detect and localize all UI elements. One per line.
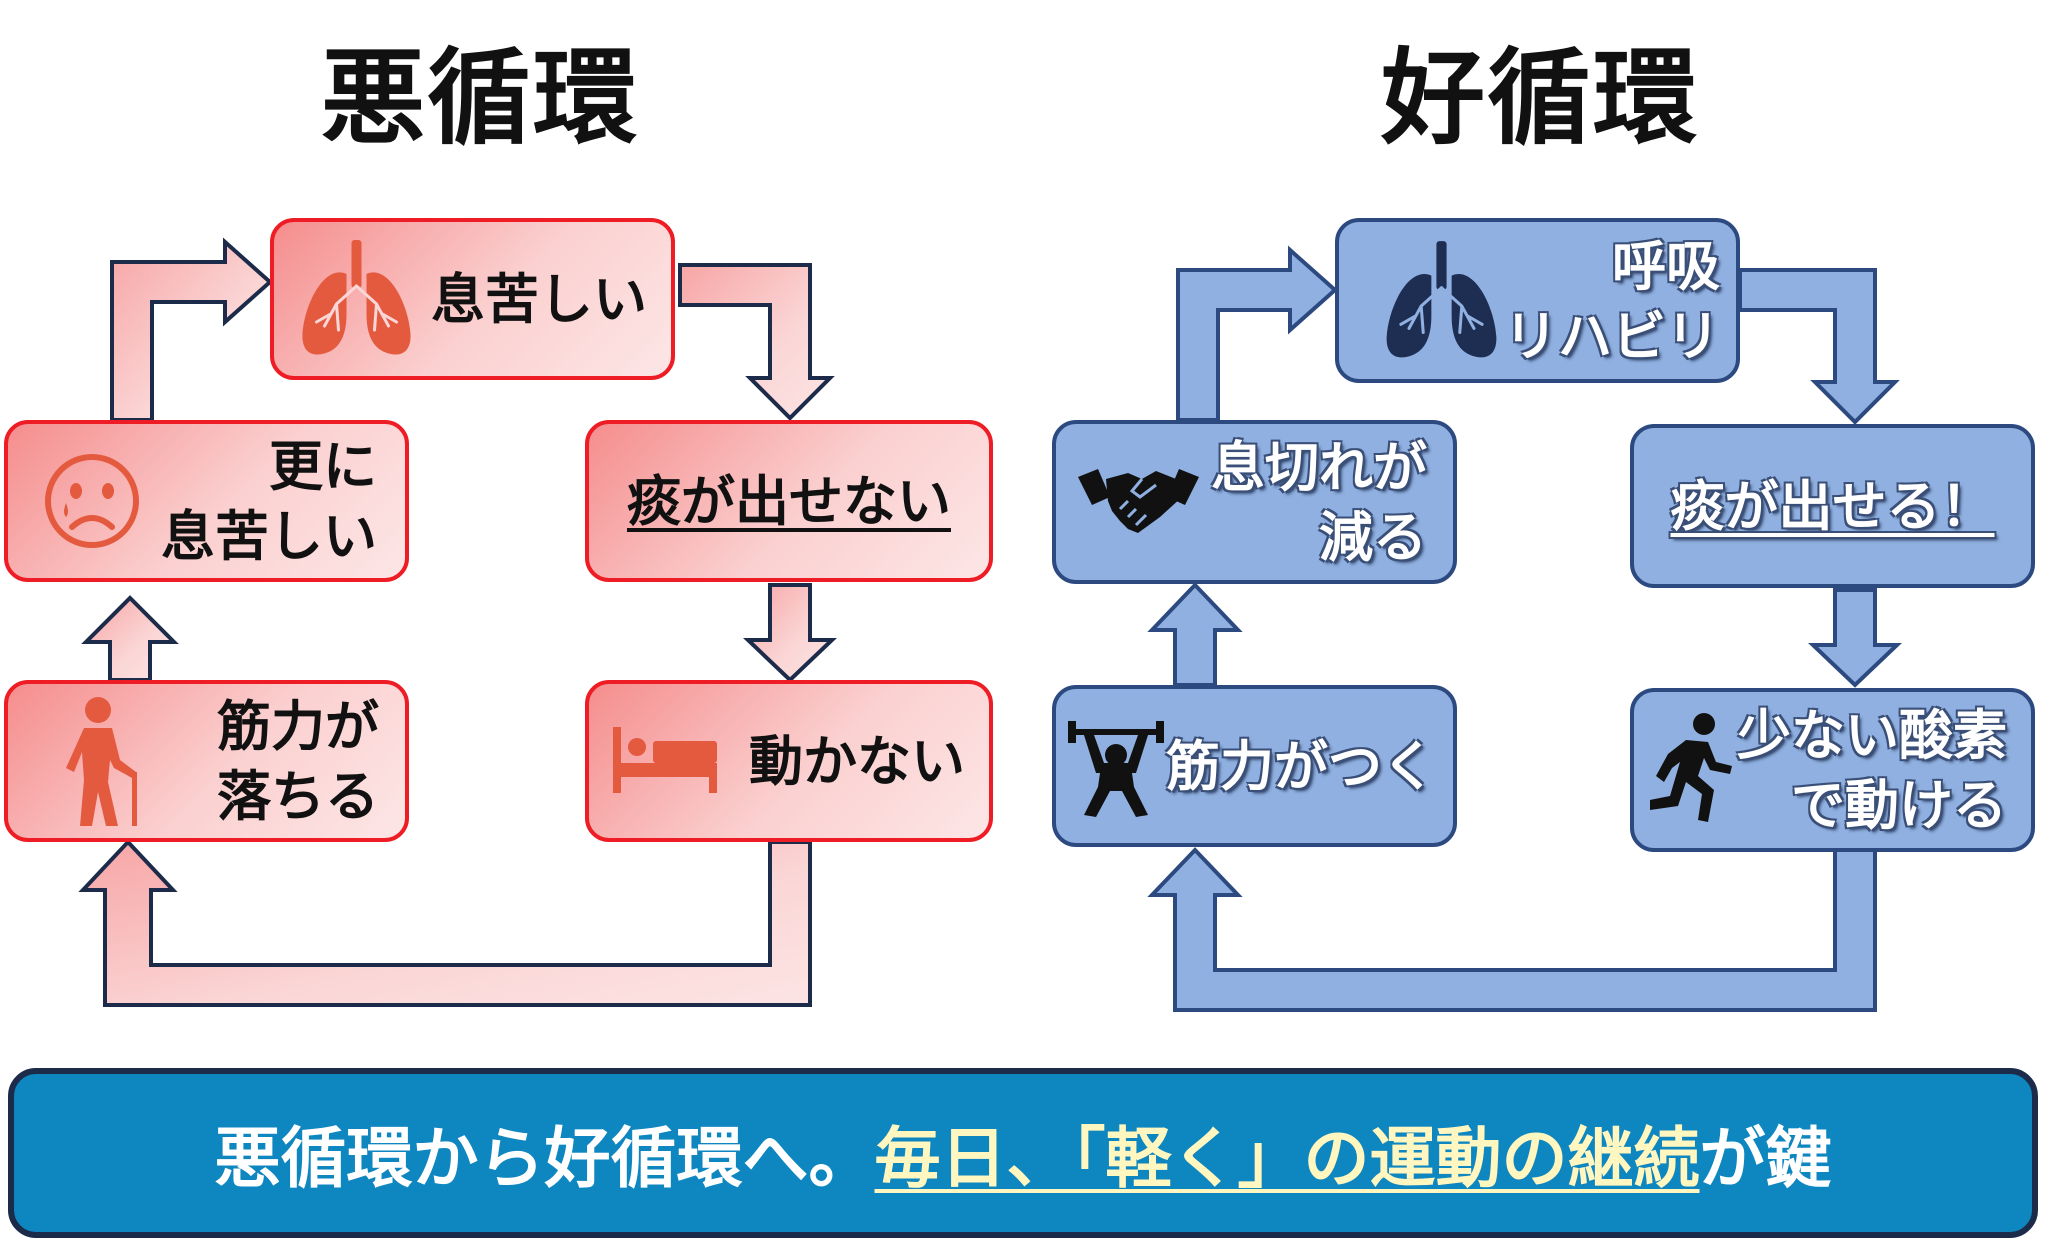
node-rehab-line1: 呼吸 — [1612, 233, 1720, 298]
arrow-more-breathless-to-breathless — [110, 237, 274, 422]
arrow-low-oxygen-to-stronger — [1147, 847, 1877, 1012]
node-weak: 筋力が 落ちる — [4, 680, 409, 842]
arrow-breathless-to-cant-cough — [678, 263, 835, 421]
node-low-oxygen-line1: 少ない酸素 — [1737, 703, 2007, 767]
arrow-stronger-to-less-breathless — [1147, 582, 1243, 687]
runner-icon — [1650, 713, 1732, 822]
banner-prefix: 悪循環から好循環へ。 — [214, 1120, 875, 1197]
node-immobile-label: 動かない — [749, 729, 965, 793]
arrow-can-cough-to-low-oxygen — [1808, 588, 1902, 688]
arrow-immobile-to-weak — [78, 839, 812, 1007]
node-more-breathless: 更に 息苦しい — [4, 420, 409, 582]
node-more-breathless-line2: 息苦しい — [161, 504, 377, 568]
virtuous-cycle-title: 好循環 — [1380, 36, 1699, 159]
node-more-breathless-label: 更に 息苦しい — [142, 431, 377, 571]
node-breathless: 息苦しい — [270, 218, 675, 380]
bed-icon — [613, 727, 717, 793]
node-cant-cough-label: 痰が出せない — [627, 469, 951, 533]
node-rehab: 呼吸 リハビリ — [1335, 218, 1740, 383]
node-less-breathless-line1: 息切れが — [1211, 435, 1427, 499]
node-stronger: 筋力がつく — [1052, 685, 1457, 847]
node-weak-label: 筋力が 落ちる — [153, 691, 379, 831]
node-rehab-label: 呼吸 リハビリ — [1504, 231, 1720, 371]
node-more-breathless-line1: 更に — [269, 434, 377, 498]
node-breathless-label: 息苦しい — [431, 267, 647, 331]
node-weak-line2: 落ちる — [217, 764, 379, 828]
lungs-icon — [1386, 240, 1497, 357]
node-immobile: 動かない — [585, 680, 993, 842]
node-less-breathless-line2: 減る — [1319, 505, 1427, 569]
banner-suffix: が鍵 — [1699, 1120, 1832, 1197]
node-low-oxygen-line2: で動ける — [1791, 773, 2007, 837]
node-can-cough: 痰が出せる！ — [1630, 424, 2035, 588]
vicious-cycle-title: 悪循環 — [320, 36, 639, 159]
arrow-cant-cough-to-immobile — [743, 583, 837, 683]
cycle-arrows — [78, 237, 1902, 1012]
banner-highlight: 毎日、「軽く」の運動の継続 — [874, 1120, 1700, 1197]
node-cant-cough: 痰が出せない — [585, 420, 993, 582]
handshake-icon — [1078, 469, 1199, 533]
weightlifter-icon — [1068, 721, 1164, 817]
node-less-breathless-label: 息切れが 減る — [1201, 432, 1427, 572]
lungs-icon — [302, 240, 411, 355]
arrow-weak-to-more-breathless — [81, 595, 179, 682]
elderly-cane-icon — [66, 696, 137, 826]
node-low-oxygen: 少ない酸素 で動ける — [1630, 688, 2035, 852]
node-stronger-label: 筋力がつく — [1166, 734, 1436, 798]
summary-banner: 悪循環から好循環へ。毎日、「軽く」の運動の継続が鍵 — [8, 1068, 2038, 1238]
node-less-breathless: 息切れが 減る — [1052, 420, 1457, 584]
arrow-rehab-to-can-cough — [1738, 268, 1900, 425]
node-rehab-line2: リハビリ — [1504, 303, 1720, 368]
node-low-oxygen-label: 少ない酸素 で動ける — [1737, 700, 2007, 840]
sad-face-icon — [45, 454, 139, 548]
arrow-less-breathless-to-rehab — [1176, 245, 1339, 422]
node-can-cough-label: 痰が出せる！ — [1670, 474, 1995, 538]
node-weak-line1: 筋力が — [217, 694, 379, 758]
